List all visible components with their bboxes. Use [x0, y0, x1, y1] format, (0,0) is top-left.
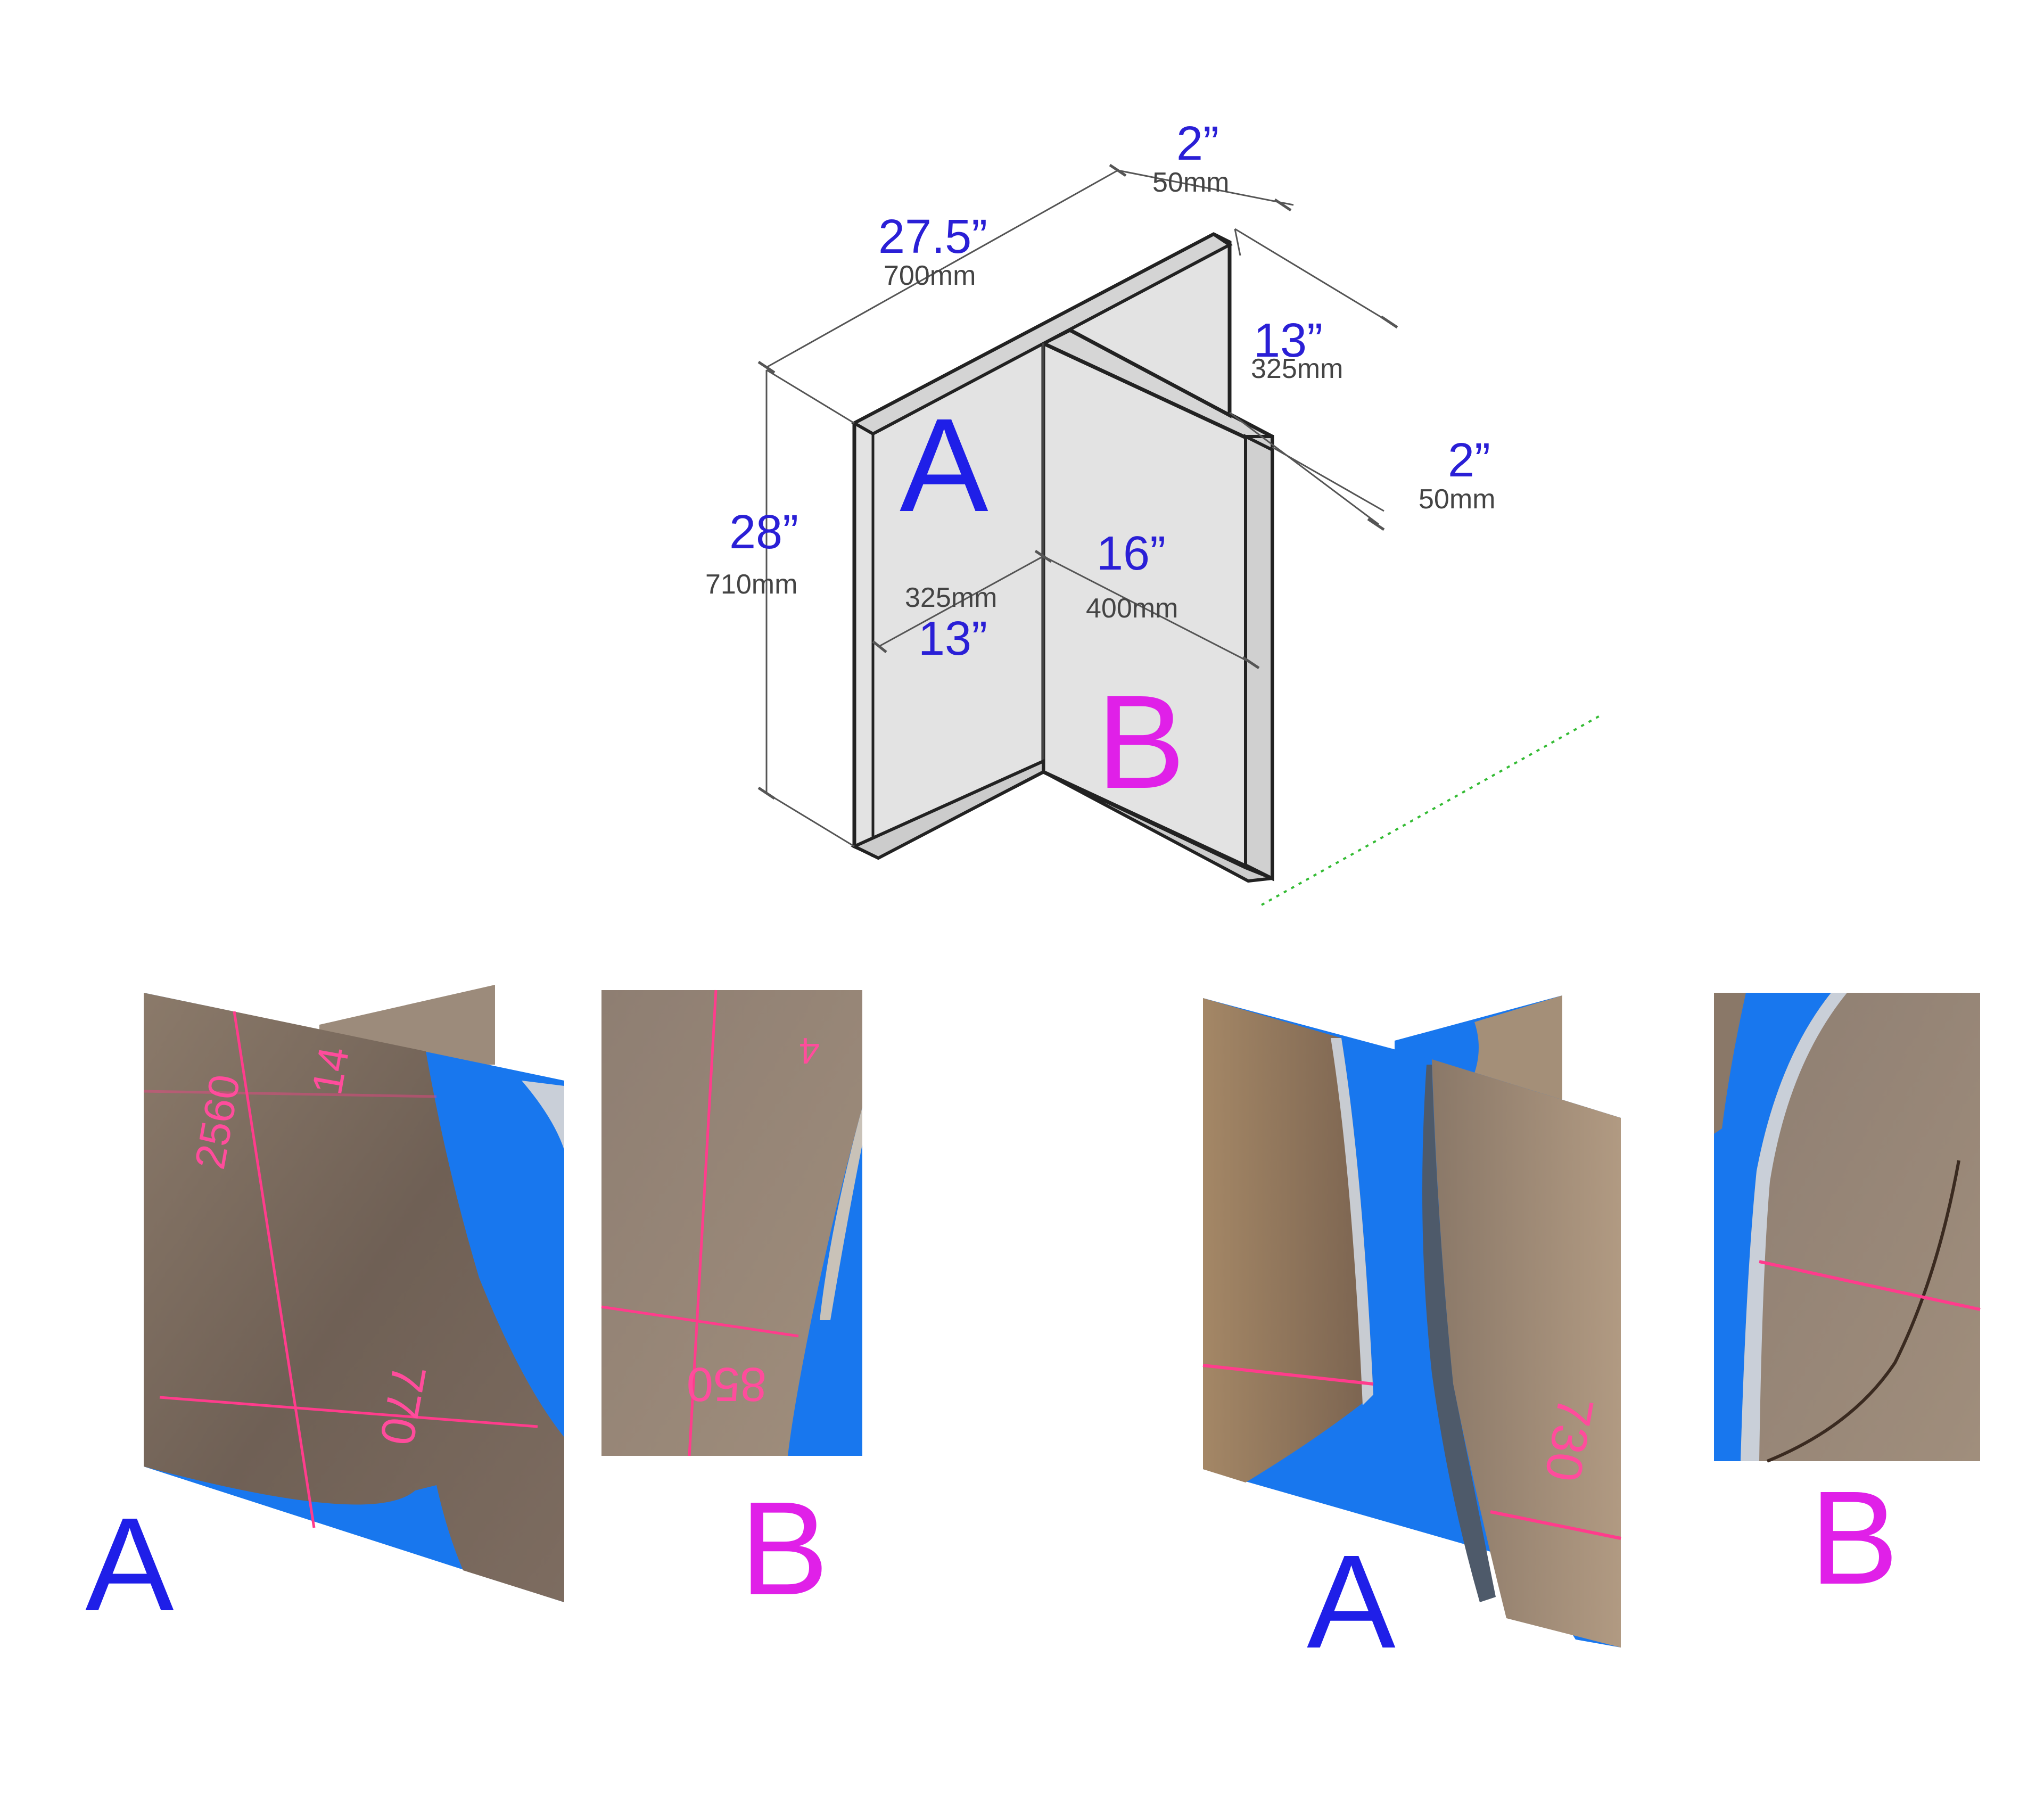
left-a-label: A	[85, 1490, 174, 1638]
right-b-label: B	[1810, 1463, 1899, 1612]
panel-a-label: A	[900, 391, 988, 539]
dim-top-thickness-inch: 2”	[1176, 117, 1219, 170]
dim-height-inch: 28”	[729, 506, 798, 559]
right-a-label: A	[1307, 1527, 1396, 1676]
left-b-label: B	[740, 1474, 829, 1622]
left-a-slab-photo: 2560 14 770	[143, 993, 564, 1602]
right-a-slab-photo: 730	[1202, 998, 1621, 1648]
left-b-mark-850: 850	[687, 1357, 767, 1411]
dimension-ticks	[757, 163, 1398, 800]
panel-b-label: B	[1097, 668, 1185, 816]
right-slab-option: 730 A B	[1202, 993, 1981, 1676]
dim-depth-back-inch: 13”	[1254, 314, 1323, 367]
dim-width-b-inch: 16”	[1097, 527, 1166, 580]
dim-length-a-inch: 27.5”	[878, 210, 987, 263]
dim-length-a-mm: 700mm	[884, 260, 976, 291]
right-b-slab-photo	[1714, 993, 1981, 1463]
dim-depth-back-mm: 325mm	[1251, 353, 1343, 384]
dim-top-thickness-mm: 50mm	[1152, 167, 1229, 198]
dim-front-thickness-mm: 50mm	[1419, 484, 1495, 515]
dim-depth-a-mm: 325mm	[905, 582, 997, 613]
panel-b-front-edge	[1244, 434, 1274, 881]
dim-front-thickness-inch: 2”	[1448, 434, 1490, 487]
panel-b-bottom-edge	[1042, 770, 1273, 883]
dim-depth-a-inch: 13”	[918, 612, 987, 665]
dimension-lines	[765, 169, 1390, 847]
panel-a-top-edge	[851, 232, 1233, 436]
t-shape-diagram: 2” 50mm 27.5” 700mm 13” 325mm 2” 50mm 28…	[705, 117, 1600, 906]
dotted-guide-line	[1261, 715, 1600, 906]
left-b-slab-photo: 850 4	[601, 990, 862, 1456]
left-slab-option: 2560 14 770 A 850 4 B	[85, 985, 862, 1638]
dim-height-mm: 710mm	[705, 569, 797, 600]
left-a-mark-14: 14	[303, 1043, 358, 1098]
dim-width-b-mm: 400mm	[1086, 593, 1178, 624]
left-b-mark-4: 4	[799, 1030, 820, 1072]
